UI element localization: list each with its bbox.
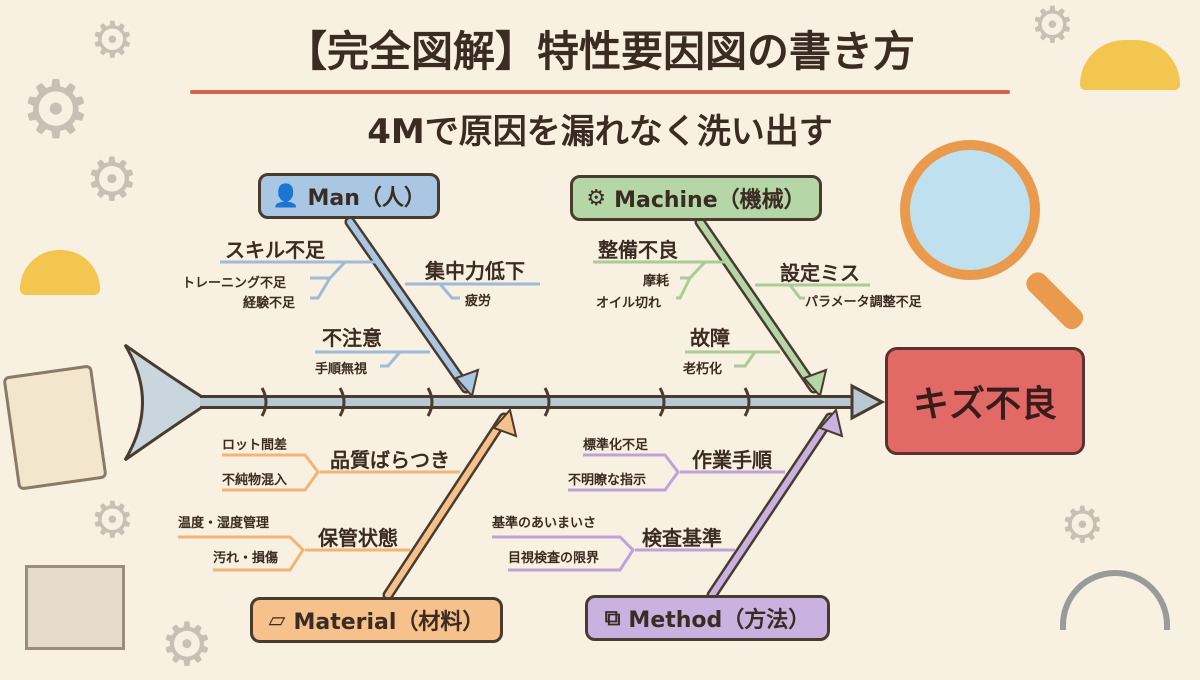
flowchart-icon: ⧉: [604, 605, 621, 631]
gear-icon: ⚙: [586, 185, 607, 211]
sub-cause-label: トレーニング不足: [182, 276, 287, 291]
cause-label: 故障: [690, 326, 730, 350]
block-icon: ▱: [268, 607, 286, 633]
sub-cause-label: 汚れ・損傷: [213, 551, 279, 566]
sub-cause-label: オイル切れ: [596, 296, 662, 311]
sub-cause-label: 経験不足: [243, 296, 296, 311]
gear-decoration-icon: ⚙: [1060, 496, 1105, 554]
category-label: Man（人）: [307, 186, 426, 211]
fish-tail: [123, 343, 213, 462]
cause-label: 集中力低下: [425, 259, 525, 283]
sub-cause-label: パラメータ調整不足: [805, 295, 922, 310]
category-method: ⧉ Method（方法）: [585, 595, 830, 641]
factory-icon: [25, 565, 125, 650]
sub-cause-label: 老朽化: [683, 362, 723, 377]
sub-cause-label: 基準のあいまいさ: [492, 516, 597, 531]
title-underline: [190, 90, 1010, 94]
cause-label: 検査基準: [642, 526, 722, 550]
person-icon: 👤: [272, 183, 300, 209]
effect-box: キズ不良: [885, 347, 1085, 455]
page-subtitle: 4Mで原因を漏れなく洗い出す: [367, 112, 833, 152]
sub-cause-label: 標準化不足: [583, 438, 649, 453]
category-label: Material（材料）: [293, 610, 485, 635]
sub-cause-label: 目視検査の限界: [508, 551, 600, 566]
sub-cause-label: 不純物混入: [222, 473, 288, 488]
cause-label: スキル不足: [225, 238, 325, 262]
spine-arrowhead: [850, 383, 886, 421]
cause-label: 整備不良: [598, 238, 678, 262]
cause-label: 品質ばらつき: [330, 448, 450, 472]
cause-label: 不注意: [322, 326, 382, 350]
gear-decoration-icon: ⚙: [90, 491, 135, 549]
sub-cause-label: 摩耗: [643, 274, 670, 289]
page-title: 【完全図解】特性要因図の書き方: [284, 27, 915, 76]
category-material: ▱ Material（材料）: [250, 597, 503, 643]
cause-label: 設定ミス: [780, 261, 860, 285]
sub-cause-label: 不明瞭な指示: [568, 473, 647, 488]
cause-label: 保管状態: [318, 526, 398, 550]
gear-decoration-icon: ⚙: [160, 610, 214, 680]
category-label: Method（方法）: [628, 608, 811, 633]
category-machine: ⚙ Machine（機械）: [570, 175, 822, 221]
gear-decoration-icon: ⚙: [20, 63, 92, 156]
category-man: 👤 Man（人）: [258, 173, 440, 219]
magnifier-icon: [900, 140, 1040, 280]
category-label: Machine（機械）: [614, 188, 806, 213]
cause-label: 作業手順: [692, 448, 772, 472]
sub-cause-label: ロット間差: [222, 438, 288, 453]
sub-cause-label: 疲労: [465, 294, 492, 309]
gear-decoration-icon: ⚙: [1030, 0, 1075, 54]
gear-decoration-icon: ⚙: [85, 145, 139, 215]
gear-decoration-icon: ⚙: [90, 11, 135, 69]
sub-cause-label: 手順無視: [315, 362, 368, 377]
sub-cause-label: 温度・湿度管理: [178, 516, 270, 531]
